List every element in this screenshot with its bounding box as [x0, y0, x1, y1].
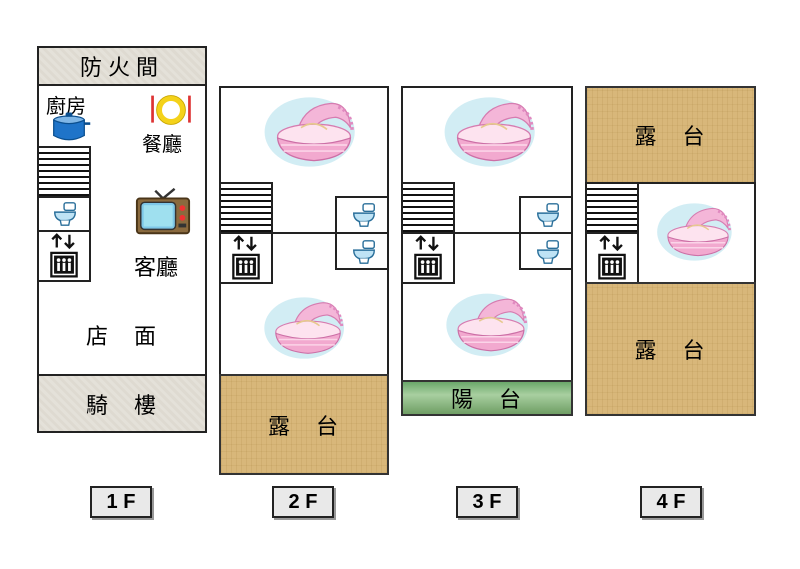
elevator-icon: [597, 235, 627, 282]
terrace-label-top: 露 台: [634, 125, 707, 150]
bathroom-cell: [37, 196, 91, 232]
elevator-cell: [585, 232, 639, 284]
elevator-cell: [401, 232, 455, 284]
crib-icon: [262, 92, 366, 172]
toilet-icon: [534, 238, 562, 266]
plate-cutlery-icon: [148, 92, 194, 128]
balcony-label: 陽 台: [450, 388, 523, 413]
crib-icon: [442, 92, 546, 172]
terrace-area: 露 台: [219, 374, 389, 475]
floor-label-4f: 4 F: [640, 486, 702, 518]
crib-icon: [444, 286, 538, 364]
balcony-area: 陽 台: [401, 380, 573, 416]
floor-label-4f-text: 4 F: [656, 490, 686, 513]
arcade-label: 騎 樓: [85, 393, 158, 419]
floor-label-1f: 1 F: [90, 486, 152, 518]
elevator-cell: [219, 232, 273, 284]
crib-icon: [262, 292, 354, 364]
fire-lane-band: 防火間: [39, 48, 205, 86]
terrace-area-bottom: 露 台: [585, 282, 756, 416]
shop-area: 店 面: [39, 310, 205, 360]
stairs-icon: [37, 146, 91, 198]
bedroom-cell: [637, 182, 756, 284]
terrace-label: 露 台: [267, 414, 340, 440]
toilet-icon: [350, 238, 378, 266]
living-room-label: 客廳: [134, 256, 179, 281]
stairs-icon: [219, 182, 273, 234]
toilet-icon: [350, 201, 378, 229]
floor-label-1f-text: 1 F: [106, 490, 136, 513]
toilet-icon: [534, 201, 562, 229]
dining-label: 餐廳: [142, 132, 182, 156]
floor-2-divider: [219, 232, 389, 234]
fire-lane-label: 防火間: [79, 56, 164, 81]
elevator-icon: [231, 235, 261, 282]
cooking-pot-icon: [47, 110, 91, 144]
floor-3-divider: [401, 232, 573, 234]
bathroom-cell: [335, 196, 389, 234]
bathroom-cell: [519, 196, 573, 234]
terrace-label-bottom: 露 台: [634, 339, 707, 364]
shop-label: 店 面: [85, 325, 158, 350]
bathroom-cell: [335, 232, 389, 270]
stairs-icon: [585, 182, 639, 234]
floor-label-2f-text: 2 F: [288, 490, 318, 513]
television-icon: [134, 186, 192, 236]
stairs-icon: [401, 182, 455, 234]
toilet-icon: [51, 200, 79, 228]
elevator-icon: [413, 235, 443, 282]
elevator-icon: [49, 233, 79, 280]
floor-label-3f-text: 3 F: [472, 490, 502, 513]
floor-label-2f: 2 F: [272, 486, 334, 518]
elevator-cell: [37, 230, 91, 282]
terrace-area-top: 露 台: [585, 86, 756, 184]
arcade-band: 騎 樓: [39, 374, 205, 431]
crib-icon: [655, 198, 741, 266]
bathroom-cell: [519, 232, 573, 270]
floor-label-3f: 3 F: [456, 486, 518, 518]
